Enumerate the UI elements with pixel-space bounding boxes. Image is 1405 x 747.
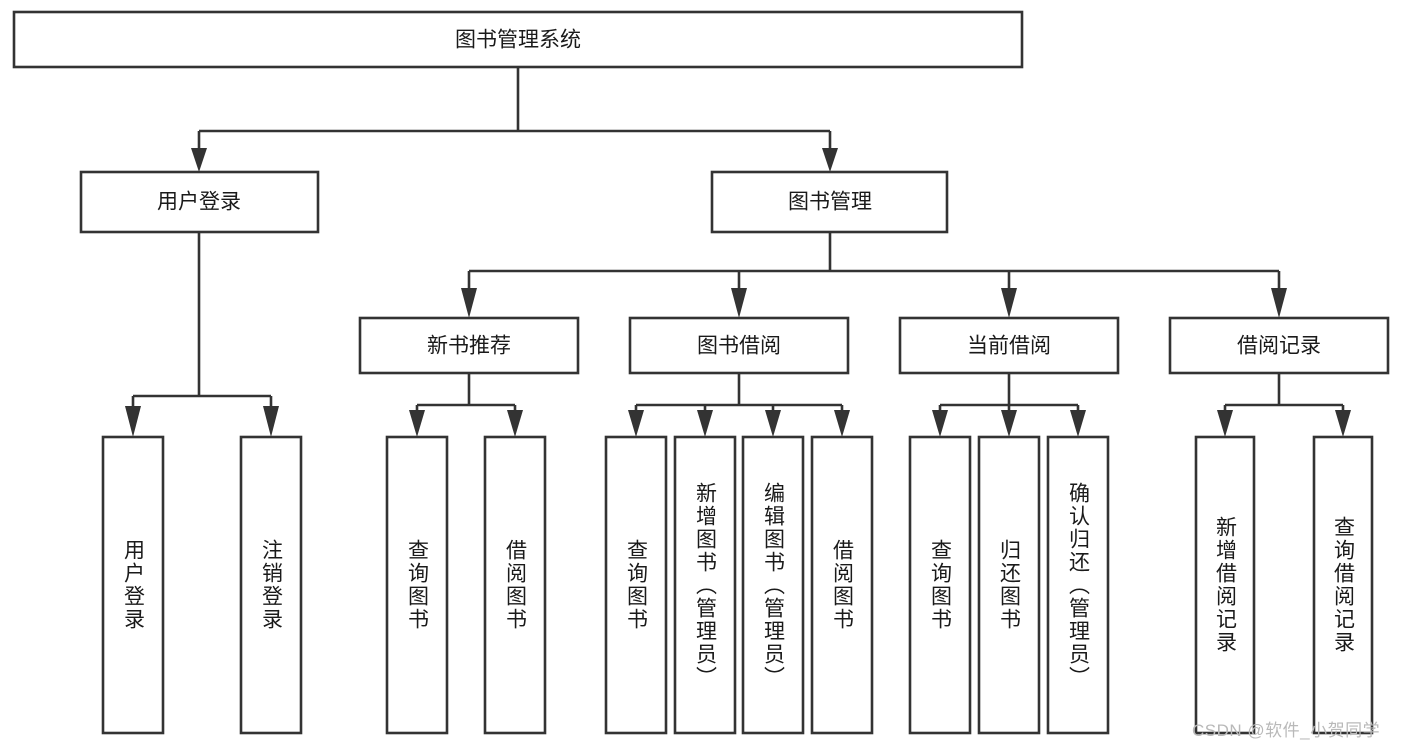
arrowhead-leaf-confirm-return (1070, 410, 1086, 437)
node-root-label: 图书管理系统 (455, 29, 581, 52)
node-current-borrow-box[interactable] (898, 316, 1120, 375)
arrowhead-leaf-borrow-book-2 (834, 410, 850, 437)
leaf-box-user-login[interactable] (101, 435, 165, 735)
arrowhead-current-borrow (1001, 288, 1017, 318)
connector-group-book-manage-to-level3 (461, 232, 1287, 318)
leaf-box-add-record[interactable] (1194, 435, 1256, 735)
arrowhead-leaf-logout (263, 406, 279, 437)
node-root-box[interactable] (12, 10, 1024, 69)
arrowhead-leaf-add-book (697, 410, 713, 437)
node-borrow-record-label: 借阅记录 (1237, 335, 1321, 358)
leaf-box-add-book[interactable] (673, 435, 737, 735)
node-current-borrow-label: 当前借阅 (967, 335, 1051, 358)
arrowhead-new-book (461, 288, 477, 318)
leaf-box-query-record[interactable] (1312, 435, 1374, 735)
node-book-manage-box[interactable] (710, 170, 949, 234)
leaf-box-query-book-1[interactable] (385, 435, 449, 735)
node-book-manage-label: 图书管理 (788, 191, 872, 214)
arrowhead-leaf-add-record (1217, 410, 1233, 437)
node-new-book-box[interactable] (358, 316, 580, 375)
arrowhead-user-login (191, 148, 207, 172)
arrowhead-leaf-query-record (1335, 410, 1351, 437)
arrowhead-leaf-return-book (1001, 410, 1017, 437)
connector-group-current-borrow-leaves (932, 373, 1086, 437)
connector-group-borrow-record-leaves (1217, 373, 1351, 437)
connector-group-new-book-leaves (409, 373, 523, 437)
leaf-box-query-book-2[interactable] (604, 435, 668, 735)
leaf-box-logout[interactable] (239, 435, 303, 735)
node-book-borrow-label: 图书借阅 (697, 335, 781, 358)
leaf-box-edit-book[interactable] (741, 435, 805, 735)
arrowhead-leaf-query-book-3 (932, 410, 948, 437)
connector-group-user-login-leaves (125, 232, 279, 437)
leaf-box-return-book[interactable] (977, 435, 1041, 735)
node-user-login-box[interactable] (79, 170, 320, 234)
connector-group-book-borrow-leaves (628, 373, 850, 437)
node-book-borrow-box[interactable] (628, 316, 850, 375)
arrowhead-book-borrow (731, 288, 747, 318)
node-user-login-label: 用户登录 (157, 191, 241, 214)
leaf-box-query-book-3[interactable] (908, 435, 972, 735)
arrowhead-leaf-query-book-1 (409, 410, 425, 437)
node-new-book-label: 新书推荐 (427, 335, 511, 358)
arrowhead-leaf-user-login (125, 406, 141, 437)
node-borrow-record-box[interactable] (1168, 316, 1390, 375)
arrowhead-book-manage (822, 148, 838, 172)
leaf-box-borrow-book-2[interactable] (810, 435, 874, 735)
leaf-box-borrow-book-1[interactable] (483, 435, 547, 735)
leaf-box-confirm-return[interactable] (1046, 435, 1110, 735)
csdn-watermark: CSDN @软件_小贺同学 (1192, 721, 1381, 740)
arrowhead-leaf-edit-book (765, 410, 781, 437)
connector-group-root-to-level2 (191, 67, 838, 172)
arrowhead-leaf-borrow-book-1 (507, 410, 523, 437)
arrowhead-borrow-record (1271, 288, 1287, 318)
arrowhead-leaf-query-book-2 (628, 410, 644, 437)
